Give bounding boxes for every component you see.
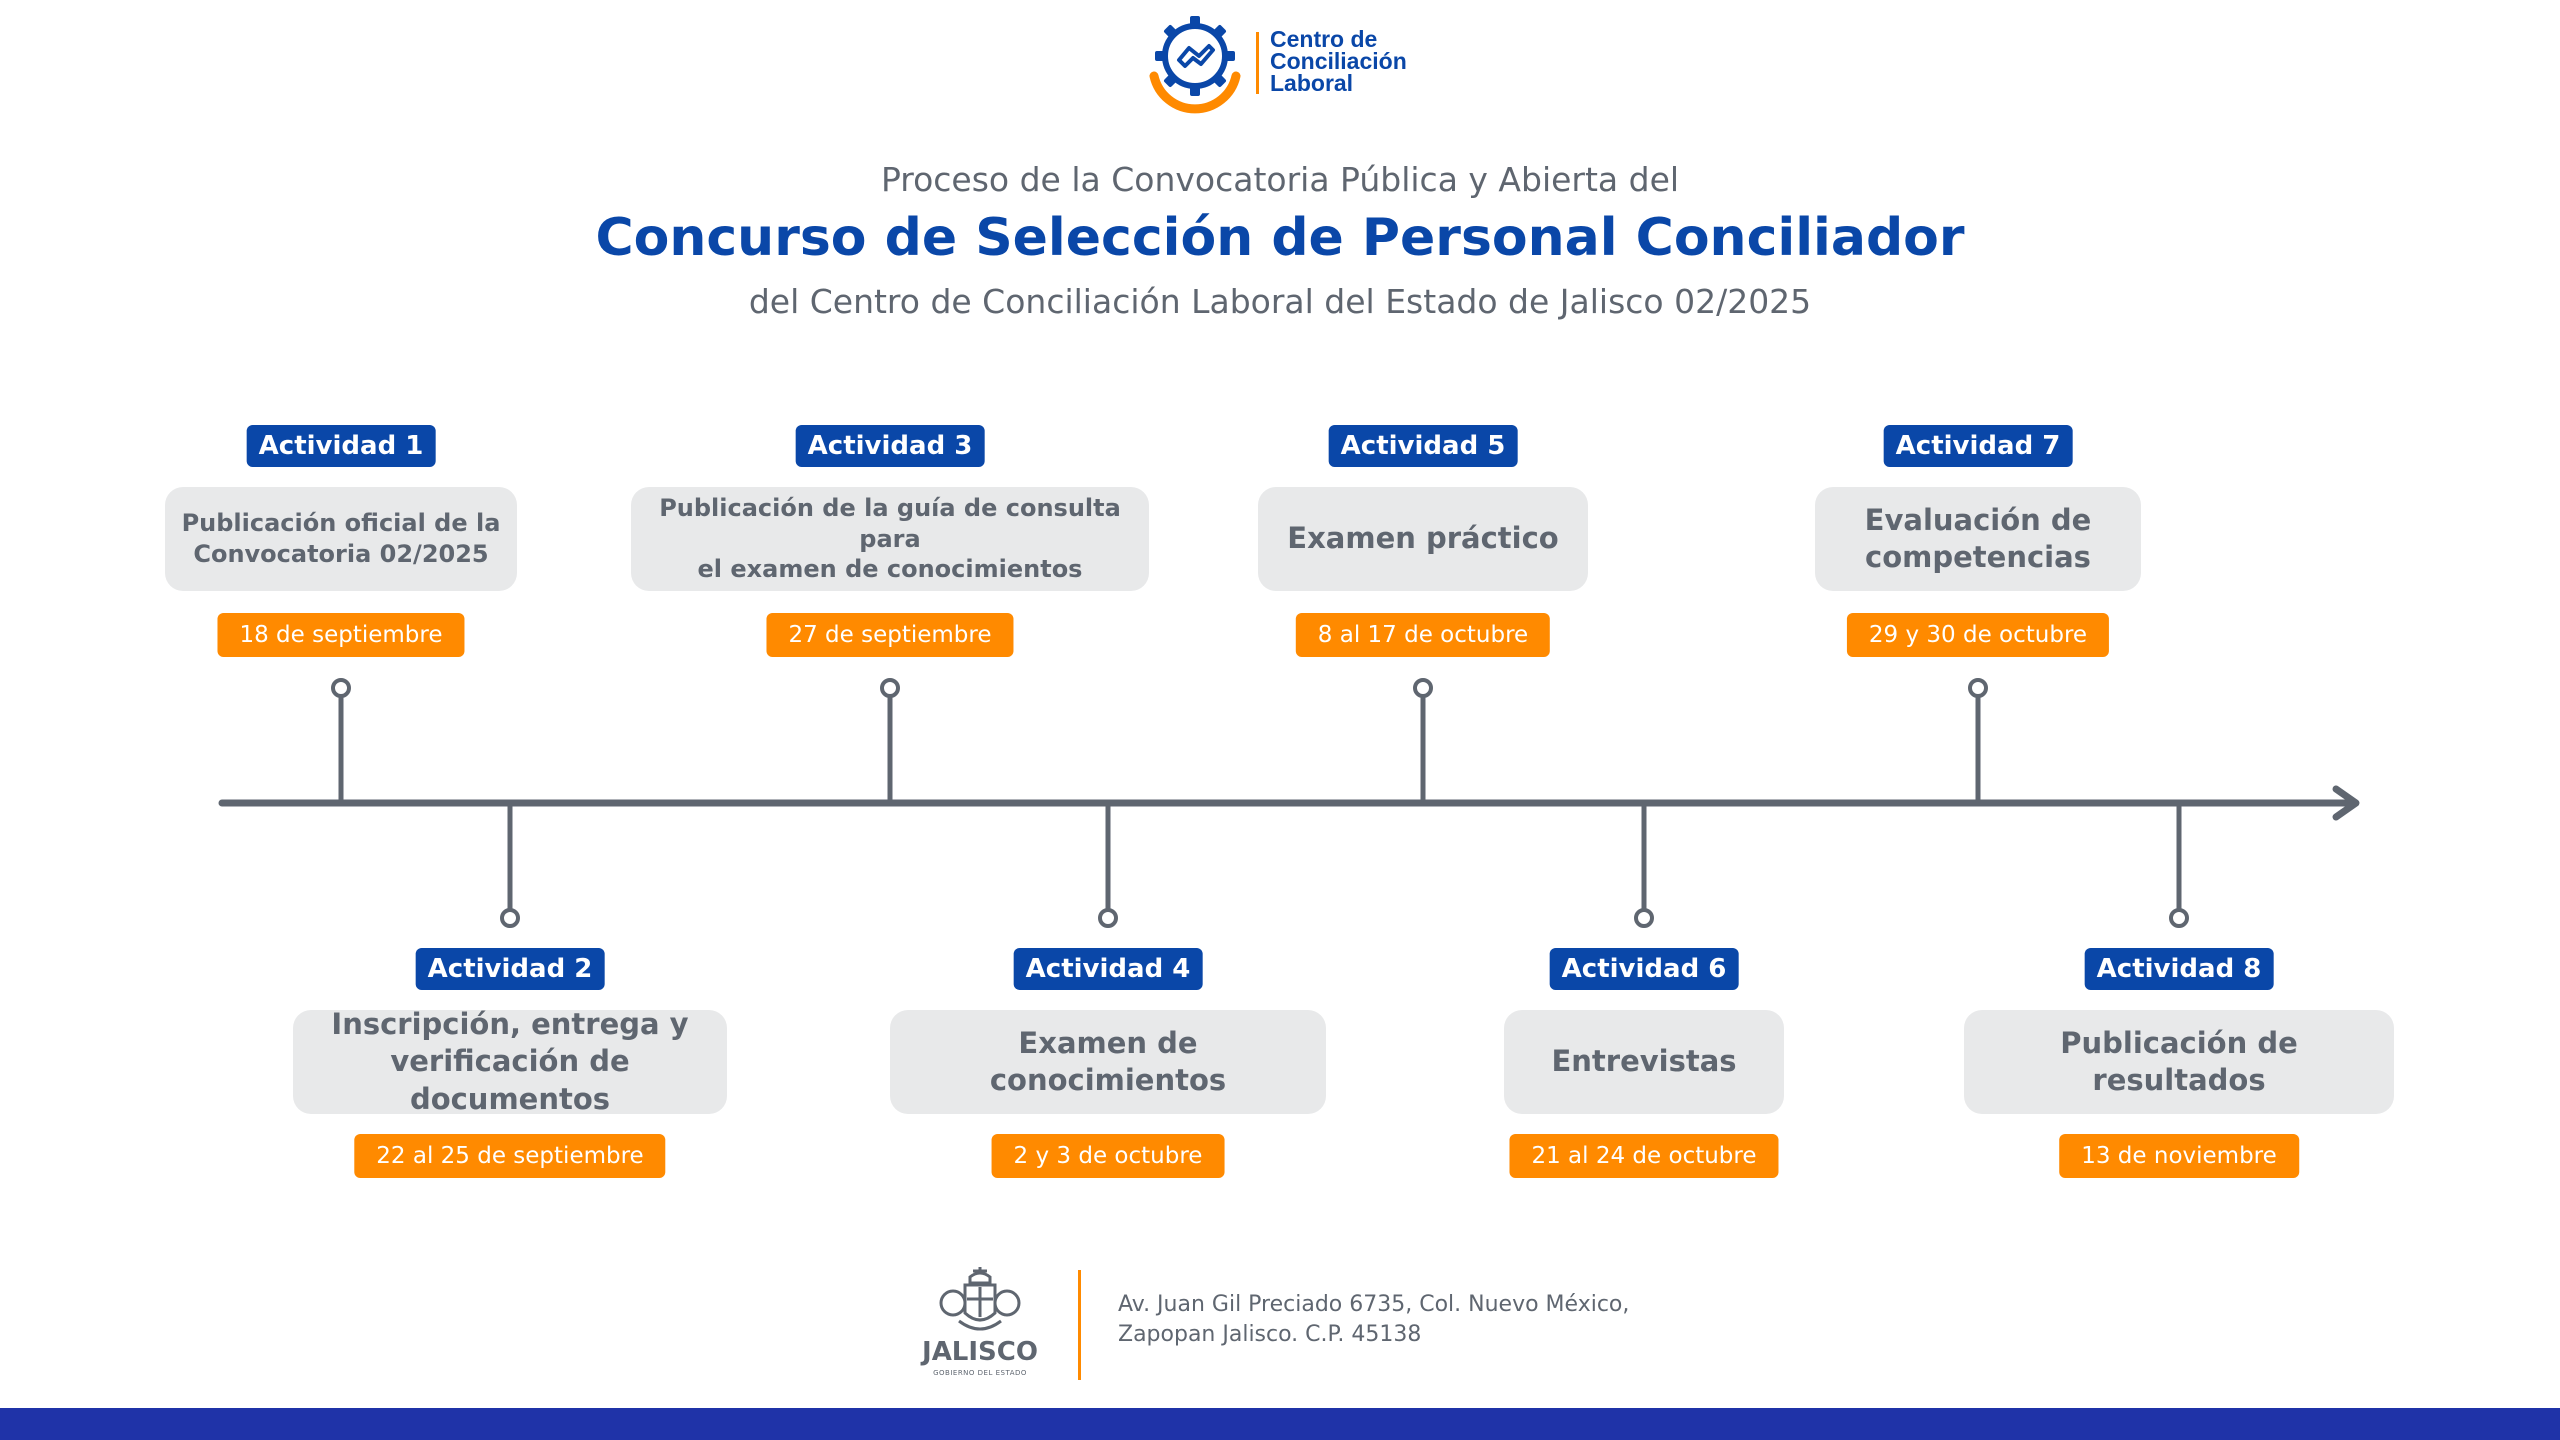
activity-date: 18 de septiembre bbox=[217, 613, 465, 657]
address-line: Av. Juan Gil Preciado 6735, Col. Nuevo M… bbox=[1118, 1292, 1630, 1317]
arrow-head-icon bbox=[2332, 785, 2360, 821]
footer-divider bbox=[1078, 1270, 1081, 1380]
activity-date: 27 de septiembre bbox=[766, 613, 1014, 657]
activity-description-line: Publicación oficial de la bbox=[181, 509, 501, 538]
activity-badge: Actividad 2 bbox=[415, 948, 605, 990]
activity-node bbox=[1098, 908, 1118, 928]
activity-badge: Actividad 8 bbox=[2084, 948, 2274, 990]
activity-card: Publicación de resultados bbox=[1964, 1010, 2394, 1114]
activity-description-line: Inscripción, entrega y bbox=[331, 1007, 689, 1042]
activity-node bbox=[500, 908, 520, 928]
activity-date: 21 al 24 de octubre bbox=[1509, 1134, 1779, 1178]
activity-card: Examen de conocimientos bbox=[890, 1010, 1326, 1114]
logo-divider bbox=[1256, 32, 1259, 94]
logo-line: Conciliación bbox=[1270, 48, 1407, 74]
bottom-bar bbox=[0, 1408, 2560, 1440]
activity-node bbox=[1634, 908, 1654, 928]
logo-line: Centro de bbox=[1270, 26, 1378, 52]
seal-name: JALISCO bbox=[922, 1337, 1038, 1367]
title-pre: Proceso de la Convocatoria Pública y Abi… bbox=[880, 160, 1680, 199]
activity-description-line: Evaluación de bbox=[1864, 502, 2092, 537]
activity-node bbox=[331, 678, 351, 698]
activity-node bbox=[2169, 908, 2189, 928]
activity-description-line: Entrevistas bbox=[1551, 1044, 1737, 1079]
activity-description-line: Publicación de resultados bbox=[2060, 1025, 2298, 1097]
logo-text: Centro de Conciliación Laboral bbox=[1270, 26, 1407, 96]
jalisco-seal: JALISCO GOBIERNO DEL ESTADO bbox=[915, 1265, 1045, 1380]
activity-badge: Actividad 5 bbox=[1328, 425, 1518, 467]
activity-description-line: Convocatoria 02/2025 bbox=[193, 540, 489, 568]
activity-card: Entrevistas bbox=[1504, 1010, 1784, 1114]
activity-description-line: Examen de conocimientos bbox=[989, 1025, 1227, 1097]
logo-line: Laboral bbox=[1270, 70, 1354, 96]
activity-date: 8 al 17 de octubre bbox=[1295, 613, 1551, 657]
title-post: del Centro de Conciliación Laboral del E… bbox=[748, 282, 1812, 321]
activity-badge: Actividad 1 bbox=[246, 425, 436, 467]
activity-badge: Actividad 7 bbox=[1883, 425, 2073, 467]
activity-date: 2 y 3 de octubre bbox=[991, 1134, 1225, 1178]
page-title: Concurso de Selección de Personal Concil… bbox=[595, 208, 1965, 268]
activity-card: Examen práctico bbox=[1258, 487, 1588, 591]
address: Av. Juan Gil Preciado 6735, Col. Nuevo M… bbox=[1118, 1290, 1629, 1350]
coat-of-arms-icon bbox=[939, 1267, 1021, 1331]
gear-handshake-icon bbox=[1149, 16, 1241, 114]
activity-description-line: competencias bbox=[1865, 540, 2091, 574]
activity-description-line: Publicación de la guía de consulta para bbox=[659, 493, 1121, 553]
activity-description-line: verificación de documentos bbox=[390, 1044, 630, 1116]
seal-subtitle: GOBIERNO DEL ESTADO bbox=[933, 1369, 1027, 1377]
address-line: Zapopan Jalisco. C.P. 45138 bbox=[1118, 1322, 1422, 1347]
activity-description-line: el examen de conocimientos bbox=[697, 555, 1083, 584]
activity-badge: Actividad 6 bbox=[1549, 948, 1739, 990]
activity-node bbox=[1968, 678, 1988, 698]
activity-description-line: Examen práctico bbox=[1287, 521, 1559, 556]
activity-date: 29 y 30 de octubre bbox=[1846, 613, 2110, 657]
activity-date: 13 de noviembre bbox=[2059, 1134, 2299, 1178]
activity-badge: Actividad 4 bbox=[1013, 948, 1203, 990]
activity-node bbox=[880, 678, 900, 698]
activity-node bbox=[1413, 678, 1433, 698]
ccl-logo: Centro de Conciliación Laboral bbox=[1140, 14, 1420, 124]
activity-badge: Actividad 3 bbox=[795, 425, 985, 467]
activity-date: 22 al 25 de septiembre bbox=[354, 1134, 666, 1178]
